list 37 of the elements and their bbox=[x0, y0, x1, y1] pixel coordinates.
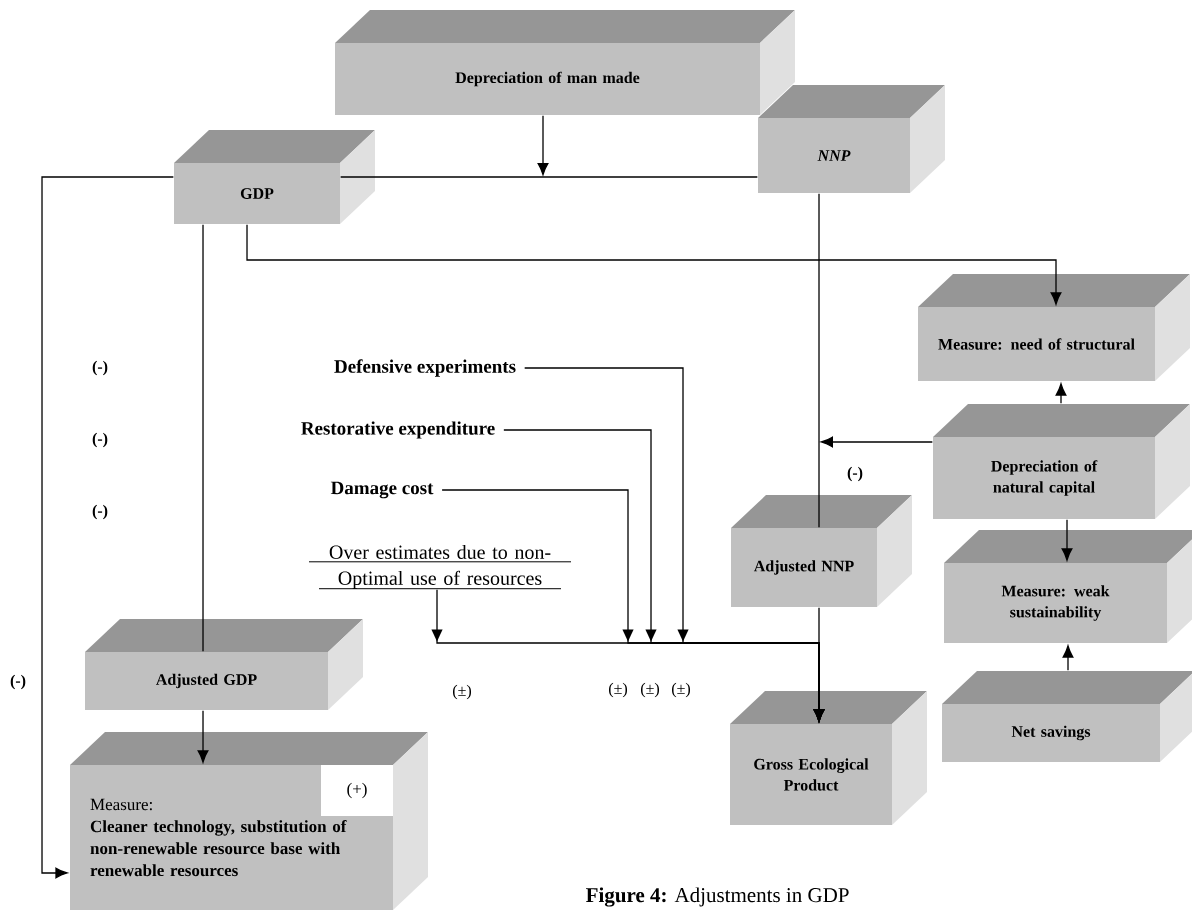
sign-label: (-) bbox=[92, 504, 108, 520]
text-label: Defensive experiments bbox=[334, 359, 516, 377]
box-3d: Adjusted GDP bbox=[85, 619, 363, 710]
box-3d: Depreciation of natural capital bbox=[933, 404, 1190, 519]
connector-line bbox=[818, 193, 820, 528]
box-3d: Measure: weak sustainability bbox=[944, 530, 1192, 643]
arrow bbox=[1055, 383, 1067, 404]
sign-label: (-) bbox=[92, 432, 108, 448]
arrow bbox=[197, 710, 209, 763]
text-label: Damage cost bbox=[330, 481, 434, 499]
arrow bbox=[537, 115, 549, 176]
sign-label: (-) bbox=[847, 466, 863, 482]
arrow bbox=[431, 589, 825, 722]
box-3d: Depreciation of man made bbox=[335, 10, 795, 115]
box-3d: Adjusted NNP bbox=[731, 495, 912, 607]
box-3d: Gross Ecological Product bbox=[730, 691, 927, 825]
underlined-text: Over estimates due to non- Optimal use of resources bbox=[308, 544, 572, 590]
figure-caption: Figure 4: Adjustments in GDP bbox=[586, 887, 849, 907]
connector-line bbox=[202, 224, 204, 652]
arrow bbox=[1061, 519, 1073, 561]
arrow bbox=[41, 176, 174, 879]
box-3d: GDP bbox=[174, 130, 375, 224]
arrow bbox=[820, 436, 933, 448]
sign-label: (-) bbox=[10, 674, 26, 690]
sign-label: (±) bbox=[641, 682, 659, 698]
arrow bbox=[246, 224, 1062, 305]
sign-label: (±) bbox=[609, 682, 628, 698]
text-label: Restorative expenditure bbox=[301, 421, 495, 439]
box-3d: Measure: need of structural bbox=[918, 274, 1190, 381]
box-3d: Net savings bbox=[942, 671, 1192, 762]
sign-label: (±) bbox=[453, 684, 472, 700]
sign-label: (±) bbox=[672, 682, 691, 698]
connector-line bbox=[340, 176, 758, 178]
arrow bbox=[1062, 645, 1074, 671]
box-3d: NNP bbox=[758, 85, 945, 193]
sign-label: (-) bbox=[92, 360, 108, 376]
sign-box: (+) bbox=[321, 765, 393, 816]
